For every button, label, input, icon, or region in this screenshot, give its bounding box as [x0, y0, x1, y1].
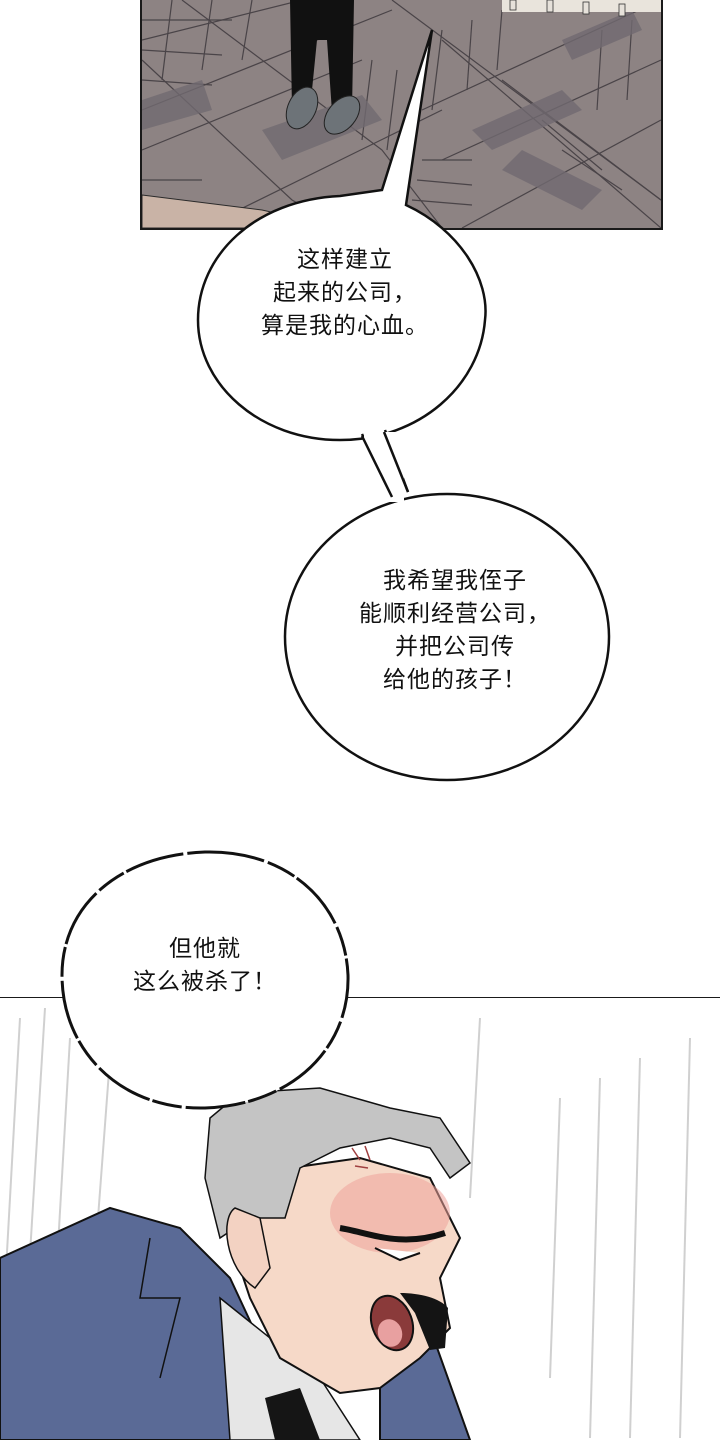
speech-bubble-3-text: 但他就 这么被杀了！	[133, 936, 277, 995]
speech-bubble-2-text: 我希望我侄子 能顺利经营公司， 并把公司传 给他的孩子！	[359, 568, 551, 693]
speech-bubble-2-shape	[283, 492, 611, 782]
floor-illustration	[142, 0, 661, 228]
panel-floor-scene	[140, 0, 663, 230]
speech-bubble-3-shape	[60, 850, 350, 1110]
speech-bubble-1-shape	[196, 29, 487, 442]
angry-man-illustration	[0, 1007, 691, 1440]
speech-bubble-1-text: 这样建立 起来的公司， 算是我的心血。	[261, 247, 429, 339]
